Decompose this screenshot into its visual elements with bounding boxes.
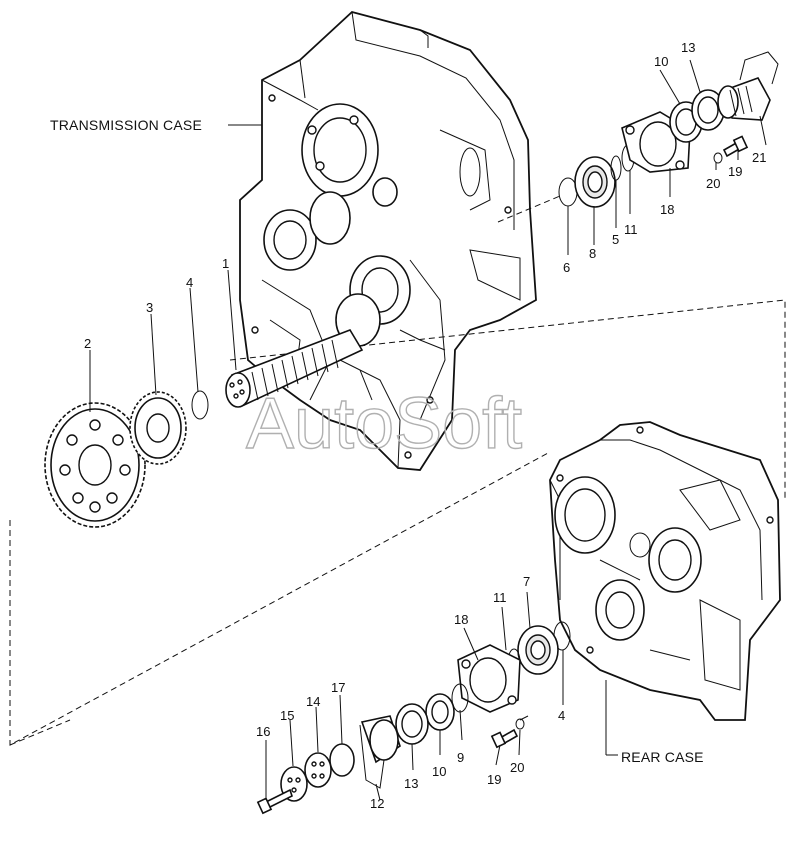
watermark: AutoSoft [246,384,522,464]
callout-18: 18 [454,612,468,627]
callout-13: 13 [681,40,695,55]
callout-20: 20 [706,176,720,191]
callout-10: 10 [432,764,446,779]
callout-1: 1 [222,256,229,271]
callout-13: 13 [404,776,418,791]
callout-10: 10 [654,54,668,69]
rear-case-caption: REAR CASE [621,749,704,765]
callout-21: 21 [752,150,766,165]
callouts: 1 2 3 4 4 5 6 7 8 9 10 10 11 11 12 13 13… [84,40,766,811]
callout-3: 3 [146,300,153,315]
callout-4: 4 [558,708,565,723]
callout-14: 14 [306,694,320,709]
callout-6: 6 [563,260,570,275]
snap-ring-left [191,390,209,420]
callout-2: 2 [84,336,91,351]
callout-5: 5 [612,232,619,247]
callout-4: 4 [186,275,193,290]
section-boundary [9,299,786,746]
callout-17: 17 [331,680,345,695]
leader-lines [89,59,767,801]
callout-18: 18 [660,202,674,217]
rear-case [549,421,781,721]
callout-19: 19 [487,772,501,787]
callout-12: 12 [370,796,384,811]
transmission-case-caption: TRANSMISSION CASE [50,117,202,133]
callout-16: 16 [256,724,270,739]
callout-19: 19 [728,164,742,179]
callout-15: 15 [280,708,294,723]
callout-8: 8 [589,246,596,261]
large-gear [44,402,146,528]
lower-bearing-group [256,621,571,815]
main-shaft [225,329,364,408]
small-gear [129,391,187,465]
callout-7: 7 [523,574,530,589]
callout-11: 11 [624,222,638,237]
callout-9: 9 [457,750,464,765]
transmission-case [239,11,537,471]
upper-bearing-group [497,51,779,223]
callout-20: 20 [510,760,524,775]
callout-11: 11 [493,590,507,605]
